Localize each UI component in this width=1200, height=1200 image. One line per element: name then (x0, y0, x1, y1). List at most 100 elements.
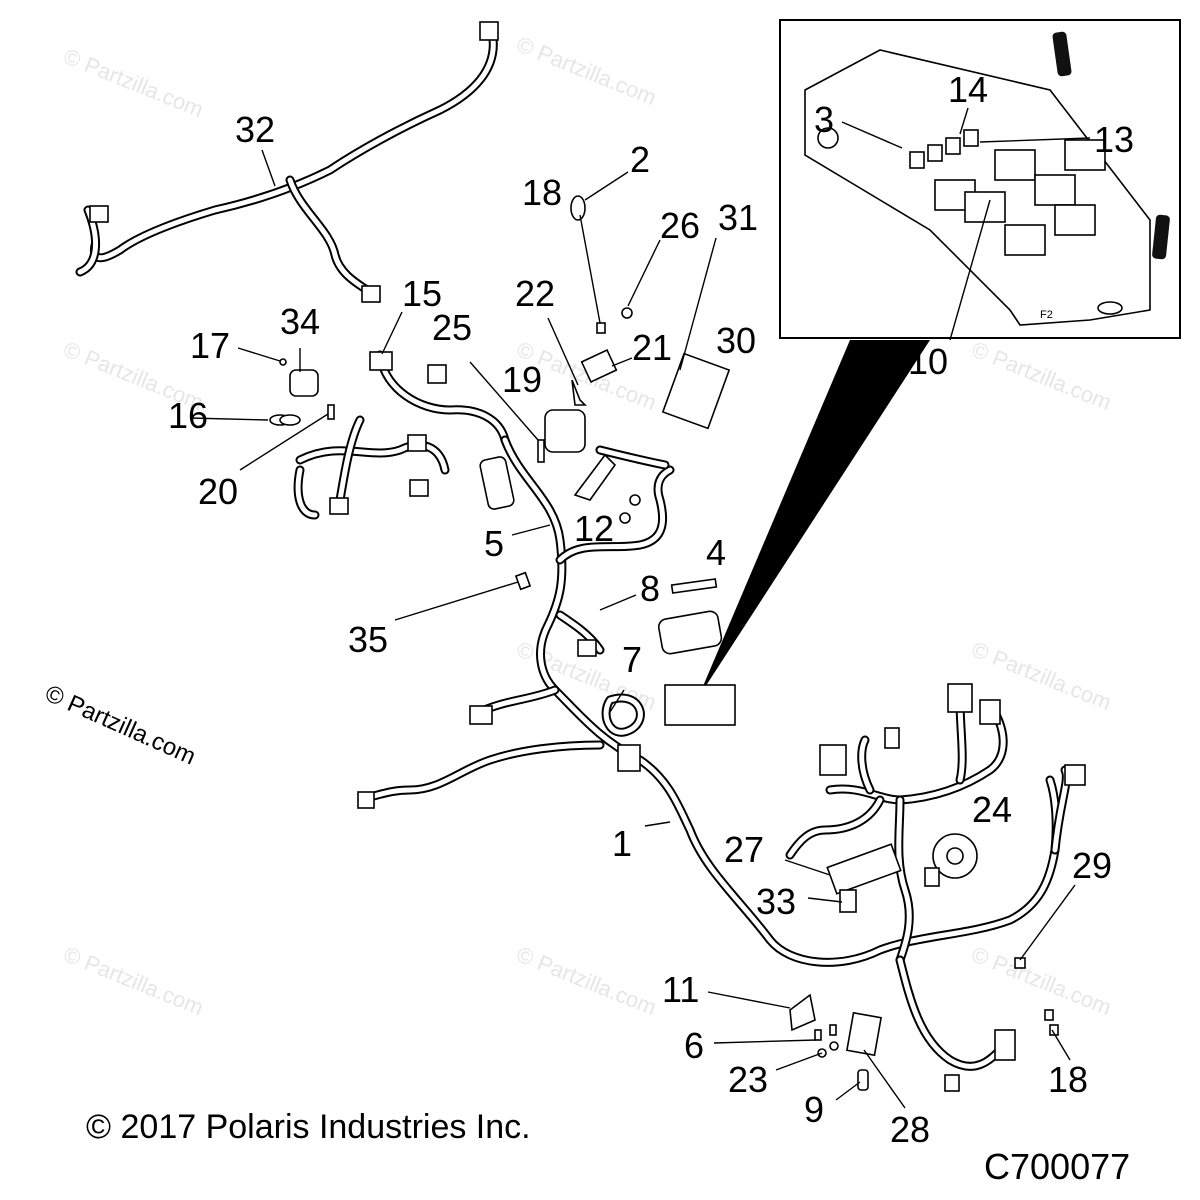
connector-icon (577, 639, 597, 657)
tie-25-icon (537, 439, 545, 463)
callout-4: 4 (706, 532, 726, 573)
connector-icon (329, 497, 349, 515)
callout-35: 35 (348, 619, 388, 660)
callout-20: 20 (198, 471, 238, 512)
callout-31: 31 (718, 197, 758, 238)
rear-harness (785, 683, 1086, 1092)
connector-icon (884, 727, 900, 749)
callout-33: 33 (756, 881, 796, 922)
callout-10: 10 (908, 341, 948, 382)
fuse-cover-4-icon (657, 610, 723, 655)
callout-13: 13 (1094, 119, 1134, 160)
fuse-icon (945, 137, 961, 155)
callout-16: 16 (168, 395, 208, 436)
callout-7: 7 (622, 639, 642, 680)
inset-part-mark: F2 (1040, 309, 1053, 321)
label-4-icon (670, 578, 718, 594)
fuse-icon (909, 151, 925, 169)
callout-29: 29 (1072, 845, 1112, 886)
grommet-24-icon (946, 847, 964, 865)
connector-icon (361, 285, 381, 303)
callout-24: 24 (972, 789, 1012, 830)
callout-19: 19 (502, 359, 542, 400)
bolt-icon (1052, 31, 1072, 77)
connector-icon (357, 791, 375, 809)
fuse-box-icon (664, 684, 736, 726)
oring-16-icon (279, 414, 301, 426)
callout-9: 9 (804, 1089, 824, 1130)
small-parts (269, 195, 1059, 1091)
bolt-20-icon (327, 404, 335, 420)
screw-18-icon (1049, 1024, 1059, 1036)
screw-17-icon (279, 358, 287, 366)
callout-34: 34 (280, 301, 320, 342)
bolt-29-icon (1014, 957, 1026, 969)
fuse-icon (963, 129, 979, 147)
bracket-21-icon (580, 349, 618, 383)
callout-17: 17 (190, 325, 230, 366)
callout-8: 8 (640, 568, 660, 609)
callout-25: 25 (432, 307, 472, 348)
harness-32 (75, 21, 499, 303)
callout-23: 23 (728, 1059, 768, 1100)
watermark: © Partzilla.com (60, 43, 207, 122)
callout-18: 18 (522, 172, 562, 213)
callout-1: 1 (612, 823, 632, 864)
fuse-icon (927, 144, 943, 162)
connector-icon (944, 1074, 960, 1092)
callout-28: 28 (890, 1109, 930, 1150)
mount-11-icon (789, 993, 816, 1032)
inset-pointer (698, 340, 930, 698)
connector-icon (617, 744, 641, 772)
screw-12-icon (629, 494, 641, 506)
callout-21: 21 (632, 327, 672, 368)
nut-23-icon (829, 1041, 839, 1051)
connector-icon (89, 205, 109, 223)
screw-12-icon (619, 512, 631, 524)
connector-icon (469, 705, 493, 725)
connector-icon (979, 699, 1001, 725)
connector-icon (994, 1029, 1016, 1061)
connector-icon (479, 21, 499, 41)
connector-icon (947, 683, 973, 713)
callout-18b: 18 (1048, 1059, 1088, 1100)
watermark: © Partzilla.com (968, 336, 1115, 415)
watermark: © Partzilla.com (513, 941, 660, 1020)
relay-icon (1004, 224, 1046, 256)
callout-27: 27 (724, 829, 764, 870)
callout-15: 15 (402, 273, 442, 314)
mount-hole-icon (817, 127, 839, 149)
callout-12: 12 (574, 508, 614, 549)
inset-detail: F2 (779, 19, 1181, 341)
bracket-12-icon (573, 453, 617, 501)
nut-26-icon (621, 307, 633, 319)
bolt-icon (1152, 214, 1170, 260)
main-harness-1 (357, 435, 1061, 967)
watermark: © Partzilla.com (513, 31, 660, 110)
callout-22: 22 (515, 273, 555, 314)
callout-3: 3 (814, 99, 834, 140)
connector-icon (1064, 764, 1086, 786)
fuse-block-27-icon (826, 843, 902, 895)
clip-9-icon (857, 1069, 869, 1091)
relay-icon (1034, 174, 1076, 206)
connector-icon (409, 479, 429, 497)
leader-lines (189, 149, 1076, 1109)
screw-6-icon (814, 1029, 822, 1041)
relay-icon (994, 149, 1036, 181)
connector-icon (369, 351, 393, 371)
screw-18-icon (1044, 1009, 1054, 1021)
connector-icon (407, 434, 427, 452)
fuse-box-housing-icon (804, 49, 1151, 326)
module-30-icon (661, 352, 731, 430)
connector-icon (924, 867, 940, 887)
bracket-22-icon (571, 379, 587, 406)
callout-32: 32 (235, 109, 275, 150)
copyright-notice: © 2017 Polaris Industries Inc. (86, 1108, 531, 1146)
relay-19-icon (544, 409, 586, 453)
callout-26: 26 (660, 205, 700, 246)
callout-6: 6 (684, 1025, 704, 1066)
screw-18-icon (596, 322, 606, 334)
sensor-34-icon (289, 369, 319, 397)
